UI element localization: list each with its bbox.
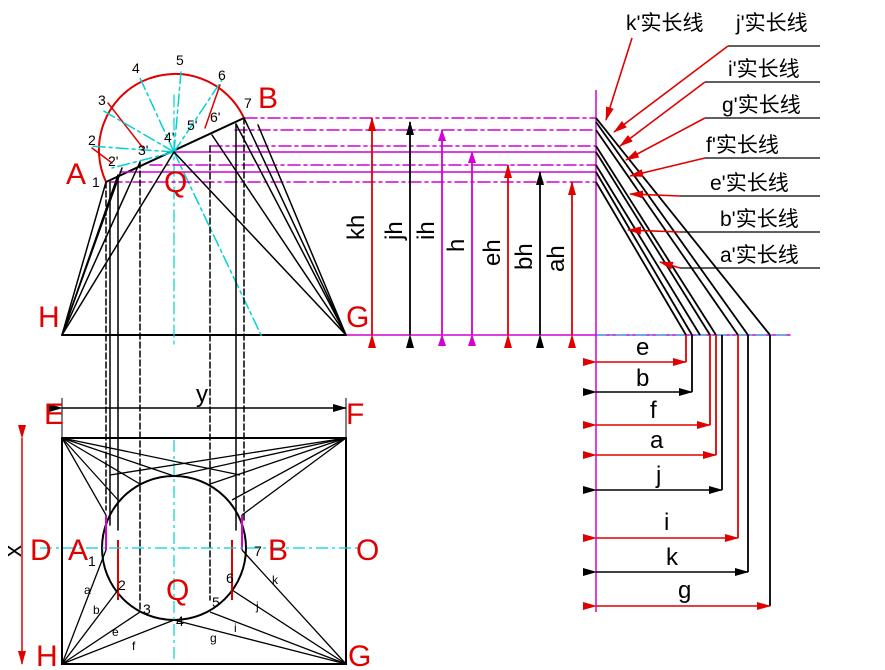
plan-letter-a: a xyxy=(84,583,91,597)
label-A-front: A xyxy=(66,158,86,191)
label-B-plan: B xyxy=(268,534,288,567)
plan-num-2: 2 xyxy=(118,577,126,593)
cyan-radials xyxy=(89,71,263,338)
arc-prime-4: 4' xyxy=(164,129,174,145)
plan-num-4: 4 xyxy=(176,613,184,629)
label-F: F xyxy=(346,398,364,431)
arc-prime-3: 3' xyxy=(138,142,148,158)
label-a-true: a'实长线 xyxy=(720,244,799,267)
arc-num-5: 5 xyxy=(176,52,184,68)
plan-num-7: 7 xyxy=(254,543,262,559)
arc-num-1: 1 xyxy=(92,174,100,190)
arc-dividers xyxy=(91,84,221,164)
arc-prime-2: 2' xyxy=(108,153,118,169)
label-h: h xyxy=(443,239,470,252)
label-Q-front: Q xyxy=(164,166,187,199)
arc-prime-5: 5' xyxy=(187,117,197,133)
arc-num-3: 3 xyxy=(98,92,106,108)
plan-num-6: 6 xyxy=(226,570,234,586)
plan-letter-k: k xyxy=(272,573,279,587)
label-jh: jh xyxy=(381,221,408,241)
plan-labels: E F D O A B Q H G y x 1 2 3 4 5 6 7 a b … xyxy=(0,381,379,670)
label-ah: ah xyxy=(543,245,570,272)
label-e-true: e'实长线 xyxy=(710,172,789,195)
label-base-i: i xyxy=(664,509,669,536)
plan-rectangle xyxy=(61,437,347,665)
base-dimensions xyxy=(583,358,771,610)
label-eh: eh xyxy=(479,239,506,266)
plan-num-5: 5 xyxy=(212,594,220,610)
arc-num-6: 6 xyxy=(218,67,226,83)
arc-prime-6: 6' xyxy=(210,109,220,125)
label-base-f: f xyxy=(650,397,657,424)
label-base-a: a xyxy=(650,427,664,454)
dim-y-label: y xyxy=(196,381,208,408)
plan-num-1: 1 xyxy=(88,553,96,569)
plan-letter-f: f xyxy=(132,639,136,653)
label-bh: bh xyxy=(511,243,538,270)
label-D: D xyxy=(30,534,52,567)
label-g-true: g'实长线 xyxy=(722,94,801,117)
label-O: O xyxy=(356,534,379,567)
dim-x-label: x xyxy=(0,545,27,557)
label-base-b: b xyxy=(636,365,649,392)
label-base-e: e xyxy=(636,334,649,361)
label-j-true: j'实长线 xyxy=(735,12,808,35)
label-b-true: b'实长线 xyxy=(720,208,799,231)
label-f-true: f'实长线 xyxy=(706,134,779,157)
height-dimensions: kh jh ih h eh bh ah xyxy=(343,117,576,348)
label-i-true: i'实长线 xyxy=(728,58,800,81)
label-G-front: G xyxy=(346,301,369,334)
plan-letter-j: j xyxy=(255,599,259,613)
plan-letter-e: e xyxy=(112,625,119,639)
true-length-lines xyxy=(595,117,771,336)
auxiliary-semicircle xyxy=(98,72,245,183)
label-k-true: k'实长线 xyxy=(626,12,704,35)
front-view xyxy=(61,71,791,611)
label-H-plan: H xyxy=(36,640,58,670)
true-length-construction: e b f a j i k g xyxy=(583,12,820,612)
plan-letter-g: g xyxy=(210,631,217,645)
arc-num-4: 4 xyxy=(132,60,140,76)
callout-leaders xyxy=(680,45,820,269)
label-B-front: B xyxy=(258,82,278,115)
front-right-generators xyxy=(173,117,347,336)
label-ih: ih xyxy=(413,221,440,240)
arc-num-2: 2 xyxy=(88,132,96,148)
label-A-plan: A xyxy=(68,534,88,567)
plan-letter-i: i xyxy=(234,621,237,635)
label-E: E xyxy=(44,398,64,431)
label-G-plan: G xyxy=(348,640,371,670)
plan-letter-b: b xyxy=(93,603,100,617)
plan-num-3: 3 xyxy=(143,601,151,617)
front-labels: A B Q H G 1 2 3 4 5 6 7 2' 3' 4' 5' 6' xyxy=(38,52,369,334)
arc-num-7: 7 xyxy=(244,95,252,111)
label-Q-plan: Q xyxy=(166,574,189,607)
label-base-j: j xyxy=(655,462,661,489)
base-labels: e b f a j i k g xyxy=(636,334,691,604)
true-length-labels: k'实长线 j'实长线 i'实长线 g'实长线 f'实长线 e'实长线 b'实长… xyxy=(626,12,808,267)
drop-lines xyxy=(685,335,771,606)
label-base-g: g xyxy=(678,577,691,604)
plan-view xyxy=(18,398,360,665)
callout-arrows xyxy=(605,37,729,270)
label-kh: kh xyxy=(343,215,370,240)
label-H-front: H xyxy=(38,301,60,334)
label-base-k: k xyxy=(666,544,679,571)
